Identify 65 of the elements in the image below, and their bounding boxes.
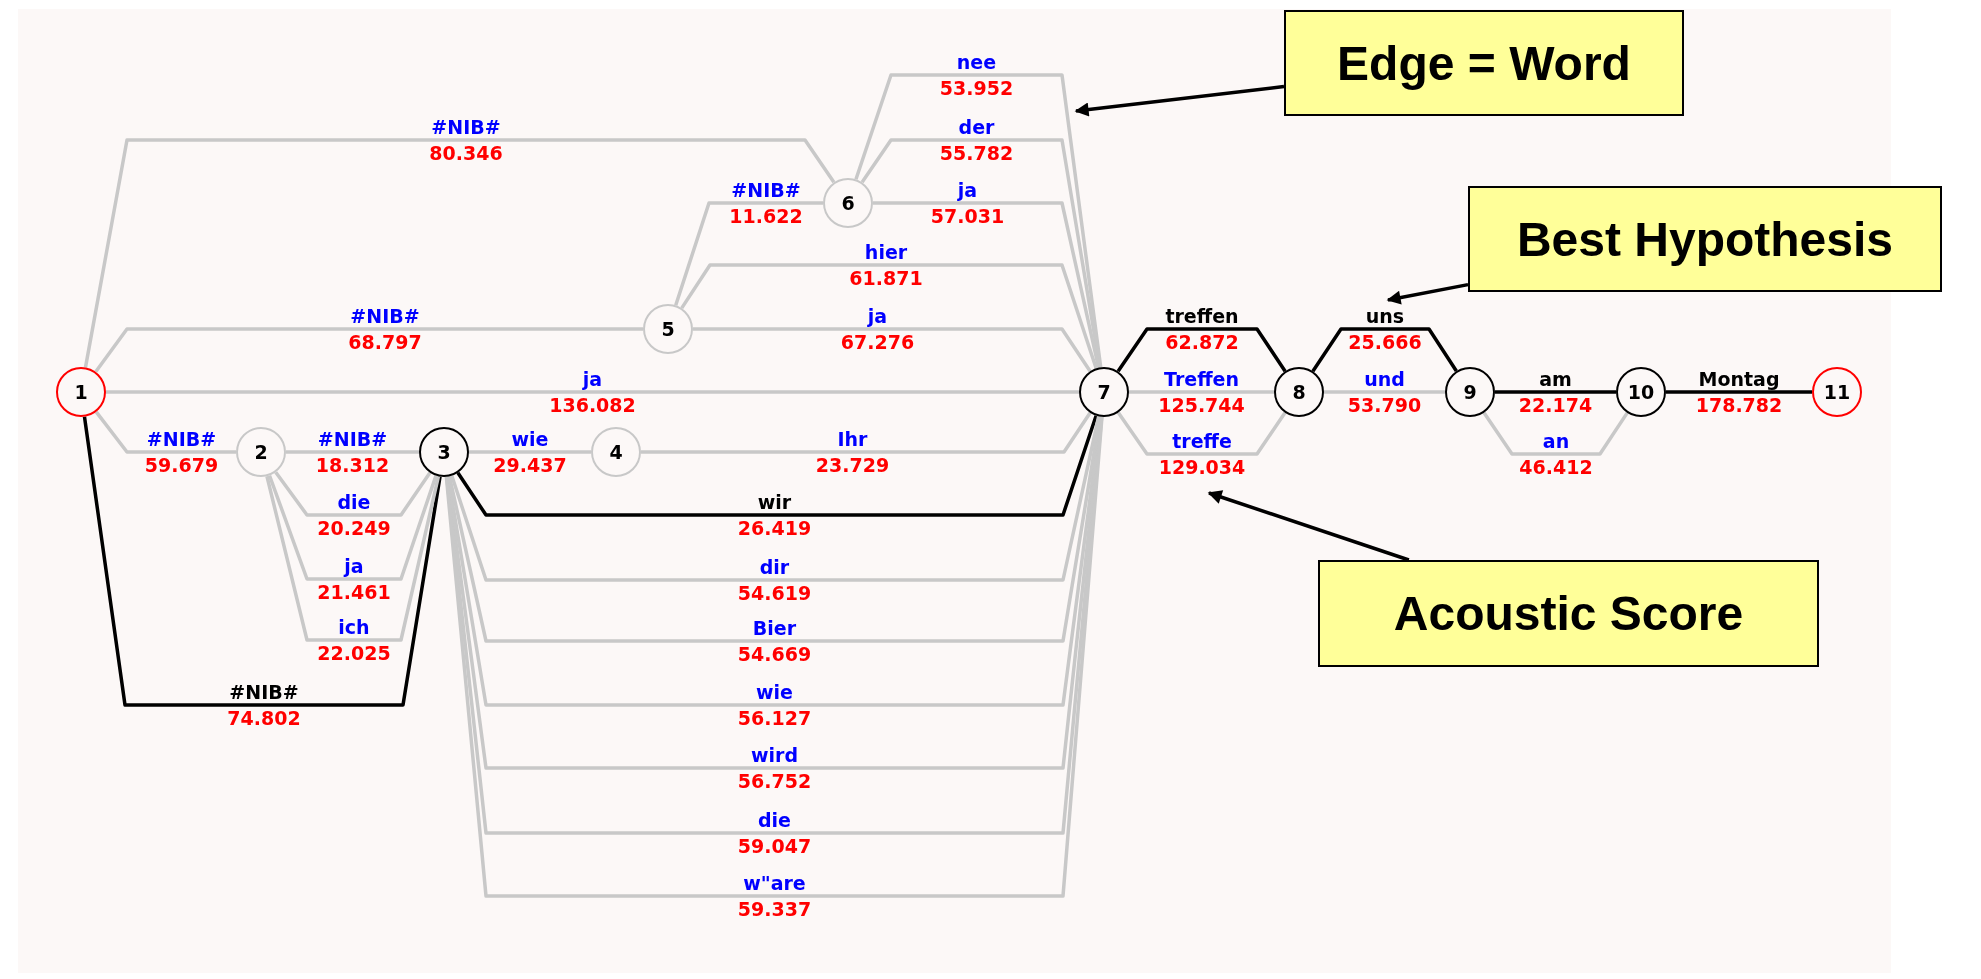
lattice-edge	[860, 138, 1102, 368]
leader-line	[1207, 490, 1410, 562]
edge-label: ja 57.031	[930, 179, 1005, 227]
edge-label: ich 22.025	[317, 616, 391, 664]
edge-label: wir 26.419	[737, 491, 812, 539]
edge-label: Ihr 23.729	[815, 428, 890, 476]
lattice-edge	[1324, 390, 1445, 394]
lattice-edge	[274, 471, 432, 517]
edge-label: #NIB# 18.312	[315, 428, 390, 476]
lattice-edge	[456, 415, 1098, 517]
edge-label: Bier 54.669	[737, 617, 812, 665]
edge-label: der 55.782	[939, 116, 1014, 164]
edge-label: #NIB# 68.797	[348, 305, 422, 353]
edge-label: nee 53.952	[939, 51, 1014, 99]
lattice-edge	[873, 201, 1101, 368]
lattice-edge	[106, 390, 1079, 394]
edge-label: dir 54.619	[737, 556, 812, 604]
lattice-edge	[674, 201, 823, 306]
lattice-edge	[641, 411, 1092, 454]
edge-label: ja 67.276	[840, 305, 915, 353]
leader-line	[1074, 84, 1285, 117]
lattice-edge	[469, 450, 591, 454]
lattice-edge	[1116, 411, 1287, 456]
lattice-edge	[265, 475, 441, 642]
edge-label: Treffen 125.744	[1158, 368, 1245, 416]
edge-label: uns 25.666	[1348, 305, 1422, 353]
edge-label: wird 56.752	[737, 744, 812, 792]
leader-line	[1386, 282, 1469, 305]
lattice-edge	[1482, 411, 1629, 456]
edge-label: und 53.790	[1347, 368, 1422, 416]
lattice-edge	[286, 450, 419, 454]
lattice-edge	[1116, 327, 1287, 373]
edge-label: #NIB# 74.802	[227, 681, 301, 729]
edge-label: hier 61.871	[849, 241, 923, 289]
lattice-edge	[82, 416, 442, 707]
edge-label: treffen 62.872	[1165, 305, 1239, 353]
lattice-edge	[450, 416, 1101, 582]
edge-label: die 20.249	[317, 491, 391, 539]
lattice-edge	[267, 474, 438, 581]
lattice-edge	[1129, 390, 1274, 394]
edge-label: an 46.412	[1519, 430, 1593, 478]
lattice-edge	[1311, 327, 1458, 373]
edge-label: ja 21.461	[317, 555, 391, 603]
lattice-edge	[83, 138, 836, 368]
callout-note: Best Hypothesis	[1468, 186, 1942, 292]
edge-label: #NIB# 80.346	[429, 116, 503, 164]
edge-label: #NIB# 11.622	[729, 179, 803, 227]
edge-label: ja 136.082	[549, 368, 636, 416]
lattice-edge	[1666, 390, 1812, 394]
lattice-edge	[693, 327, 1092, 373]
edge-label: die 59.047	[737, 809, 812, 857]
edge-label: am 22.174	[1518, 368, 1593, 416]
edge-label: #NIB# 59.679	[144, 428, 219, 476]
edge-label: Montag 178.782	[1695, 368, 1783, 416]
lattice-edge	[854, 73, 1103, 368]
edge-label: treffe 129.034	[1158, 430, 1246, 478]
lattice-edge	[94, 410, 236, 454]
edge-label: wie 56.127	[737, 681, 812, 729]
edge-label: w"are 59.337	[737, 872, 812, 920]
lattice-edge	[680, 263, 1098, 369]
lattice-edge	[94, 327, 643, 373]
callout-note: Acoustic Score	[1318, 560, 1819, 667]
edge-label: wie 29.437	[493, 428, 567, 476]
lattice-edge	[1495, 390, 1616, 394]
callout-note: Edge = Word	[1284, 10, 1684, 116]
